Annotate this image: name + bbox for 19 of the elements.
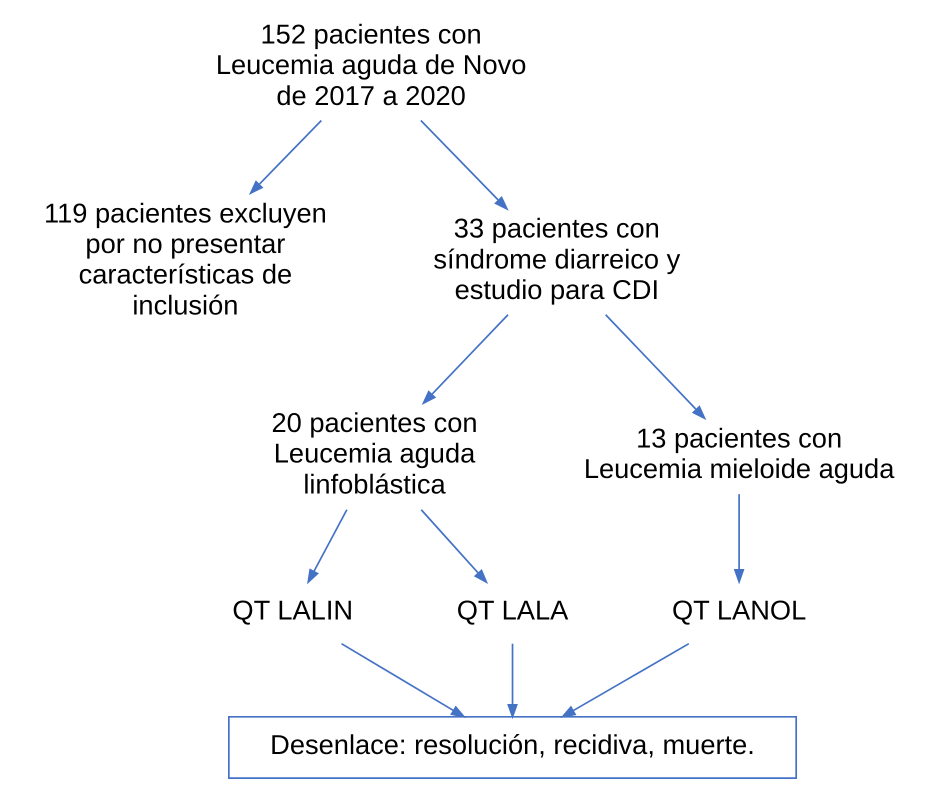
node-text: 13 pacientes con Leucemia mieloide aguda [583, 422, 894, 484]
arrow [248, 120, 322, 195]
arrow [420, 120, 508, 211]
node-text: QT LANOL [671, 594, 806, 626]
node-text: 152 pacientes con Leucemia aguda de Novo de 2017 a 2020 [215, 18, 526, 111]
node-text: QT LALIN [232, 594, 353, 626]
node-text: 119 pacientes excluyen por no presentar características de inclusión [44, 197, 326, 320]
arrow [340, 642, 466, 718]
arrow [560, 642, 689, 718]
arrow [733, 494, 744, 584]
node-text: 20 pacientes con Leucemia aguda linfoblástica [270, 406, 478, 500]
node-text: QT LALA [456, 594, 568, 626]
arrow [506, 644, 518, 720]
node-text: 33 pacientes con síndrome diarreico y estudio para CDI [432, 212, 680, 306]
arrow [421, 314, 508, 406]
arrow [420, 509, 488, 584]
node-box: Desenlace: resolución, recidiva, muerte. [228, 716, 797, 779]
arrow [604, 314, 706, 420]
arrow [306, 509, 348, 584]
